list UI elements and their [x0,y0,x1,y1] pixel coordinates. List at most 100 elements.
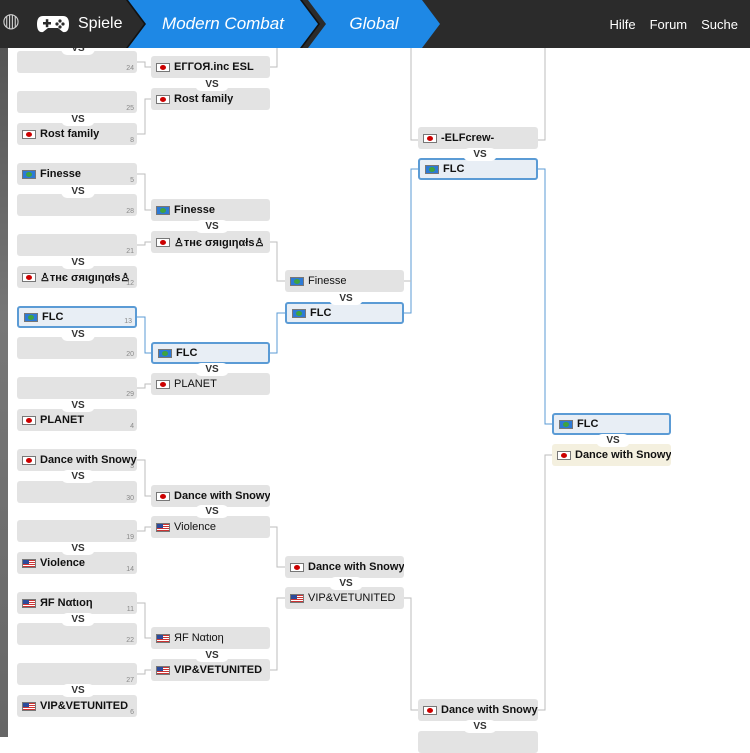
connector-line [137,61,151,68]
bracket-slot-round4-1[interactable]: -ELFcrew- [418,127,538,149]
games-menu-button[interactable]: Spiele [36,0,136,48]
flag-eu-icon [156,205,170,215]
flag-jp-icon [22,455,36,465]
bracket-slot-round2-2[interactable]: Rost family [151,88,270,110]
forum-link[interactable]: Forum [649,16,688,32]
team-name: VIP&VETUNITED [40,700,129,712]
flag-jp-icon [156,491,170,501]
flag-us-icon [22,558,36,568]
seed-number: 21 [126,248,134,255]
team-name: EГГOЯ.inc ESL [174,61,254,73]
bracket-slot-round1-3[interactable]: Rost family 8 [17,123,137,145]
seed-number: 3 [130,463,134,470]
team-name: ♙тнє σяιgιηαłѕ♙ [40,271,131,284]
vs-label: VS [329,577,363,590]
bracket-slot-round3-1[interactable]: Finesse [285,270,404,292]
flag-us-icon [290,593,304,603]
gamepad-icon [37,16,69,33]
bracket-slot-round1-1[interactable]: 24 [17,51,137,73]
team-name: Rost family [40,128,100,140]
bracket-slot-round2-7[interactable]: Dance with Snowy [151,485,270,507]
breadcrumb-modern-combat[interactable]: Modern Combat [128,0,318,48]
flag-jp-icon [156,237,170,247]
team-name: VIP&VETUNITED [308,592,396,604]
games-label: Spiele [78,15,123,32]
bracket-slot-round1-9[interactable]: 20 [17,337,137,359]
team-name: Violence [174,521,216,533]
bracket-slot-round5-2[interactable]: Dance with Snowy [552,444,671,466]
breadcrumb-global[interactable]: Global [308,0,440,48]
team-name: -ELFcrew- [441,132,495,144]
flag-jp-icon [290,562,304,572]
bracket-slot-round2-10[interactable]: VIP&VETUNITED [151,659,270,681]
bracket-slot-round3-4[interactable]: VIP&VETUNITED [285,587,404,609]
team-name: PLANET [40,414,84,426]
bracket-slot-round4-3[interactable]: Dance with Snowy [418,699,538,721]
search-link[interactable]: Suche [701,16,738,32]
seed-number: 24 [126,65,134,72]
bracket-slot-round1-2[interactable]: 25 [17,91,137,113]
flag-us-icon [156,522,170,532]
bracket-slot-round1-10[interactable]: 29 [17,377,137,399]
bracket-slot-round1-15[interactable]: Violence 14 [17,552,137,574]
bracket-slot-round2-4[interactable]: ♙тнє σяιgιηαłѕ♙ [151,231,270,253]
bracket-slot-round1-17[interactable]: 22 [17,623,137,645]
vs-label: VS [61,256,95,269]
team-name: Violence [40,557,86,569]
header-links: Hilfe Forum Suche [610,0,738,48]
bracket-slot-round2-6[interactable]: PLANET [151,373,270,395]
bracket-slot-round5-1[interactable]: FLC [552,413,671,435]
vs-label: VS [61,399,95,412]
bracket-slot-round1-5[interactable]: 28 [17,194,137,216]
team-name: Dance with Snowy [441,704,538,716]
bracket-slot-round2-8[interactable]: Violence [151,516,270,538]
bracket-slot-round3-3[interactable]: Dance with Snowy [285,556,404,578]
team-name: Dance with Snowy [174,490,270,502]
flag-jp-icon [557,450,571,460]
bracket-slot-round2-9[interactable]: ЯF Nαtιoη [151,627,270,649]
vs-label: VS [61,470,95,483]
bracket-slot-round2-3[interactable]: Finesse [151,199,270,221]
seed-number: 14 [126,566,134,573]
team-name: ЯF Nαtιoη [174,632,224,644]
bracket-slot-round2-5[interactable]: FLC [151,342,270,364]
flag-us-icon [22,701,36,711]
bracket-slot-round3-2[interactable]: FLC [285,302,404,324]
connector-line [270,526,285,568]
flag-jp-icon [156,379,170,389]
team-name: Dance with Snowy [40,454,137,466]
connector-line [270,312,285,354]
flag-jp-icon [423,705,437,715]
flag-eu-icon [22,169,36,179]
top-navigation-bar: ◍ Spiele Modern Combat Global Hilfe Foru… [0,0,750,48]
bracket-slot-round1-7[interactable]: ♙тнє σяιgιηαłѕ♙12 [17,266,137,288]
team-name: FLC [577,418,599,430]
vs-label: VS [61,328,95,341]
vs-label: VS [195,505,229,518]
team-name: Dance with Snowy [575,449,671,461]
seed-number: 12 [126,280,134,287]
seed-number: 20 [126,351,134,358]
connector-line [538,454,552,711]
bracket-slot-round1-6[interactable]: 21 [17,234,137,256]
help-link[interactable]: Hilfe [609,16,636,32]
vs-label: VS [195,649,229,662]
bracket-slot-round1-18[interactable]: 27 [17,663,137,685]
vs-label: VS [463,720,497,733]
seed-number: 8 [130,137,134,144]
bracket-slot-round1-13[interactable]: 30 [17,481,137,503]
connector-line [270,597,285,671]
globe-icon[interactable]: ◍ [2,10,20,32]
bracket-slot-round2-1[interactable]: EГГOЯ.inc ESL [151,56,270,78]
bracket-slot-round1-14[interactable]: 19 [17,520,137,542]
team-name: VIP&VETUNITED [174,664,263,676]
connector-line [410,48,418,141]
connector-line [137,602,151,639]
team-name: Finesse [40,168,81,180]
